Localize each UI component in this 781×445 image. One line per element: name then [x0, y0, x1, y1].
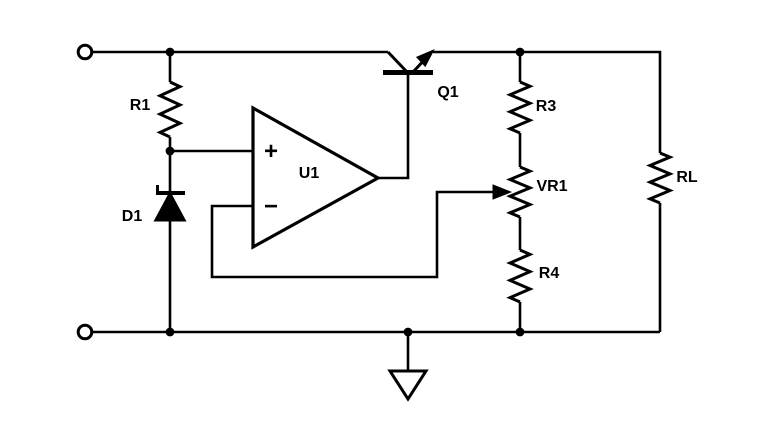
- junction-r1-d1-opamp: [165, 146, 175, 156]
- inverting-feedback-to-wiper: [210, 190, 496, 279]
- resistor-R4: [506, 248, 534, 304]
- junction-bottom-rail-ground: [403, 327, 413, 337]
- q1-collector-lead: [386, 50, 409, 74]
- label-U1: U1: [299, 165, 320, 182]
- label-R4: R4: [539, 265, 560, 282]
- input-terminal-top-left: [76, 43, 94, 61]
- input-terminal-bottom-left: [76, 323, 94, 341]
- vr1-wiper-arrowhead: [492, 184, 513, 200]
- opamp-plus-sign: +: [264, 138, 278, 165]
- opamp-minus-sign: −: [264, 193, 278, 220]
- label-RL: RL: [676, 169, 698, 186]
- label-D1: D1: [122, 208, 143, 225]
- junction-top-rail-r3: [515, 47, 525, 57]
- resistor-R3: [506, 80, 534, 135]
- d1-anode-triangle: [153, 190, 187, 222]
- junction-bottom-rail-d1: [165, 327, 175, 337]
- potentiometer-VR1-body: [506, 165, 534, 219]
- label-Q1: Q1: [437, 84, 458, 101]
- ground-triangle-icon: [387, 369, 429, 402]
- junction-bottom-rail-r4: [515, 327, 525, 337]
- junction-top-rail-r1: [165, 47, 175, 57]
- opamp-triangle: [251, 105, 382, 250]
- resistor-RL: [646, 151, 674, 205]
- opamp-output-to-q1-base: [378, 74, 410, 180]
- label-R1: R1: [130, 97, 151, 114]
- label-VR1: VR1: [536, 178, 567, 195]
- resistor-R1: [156, 80, 184, 139]
- top-rail-right-and-rl-top-lead: [433, 50, 662, 153]
- label-R3: R3: [536, 98, 557, 115]
- q1-emitter-lead: [411, 54, 430, 74]
